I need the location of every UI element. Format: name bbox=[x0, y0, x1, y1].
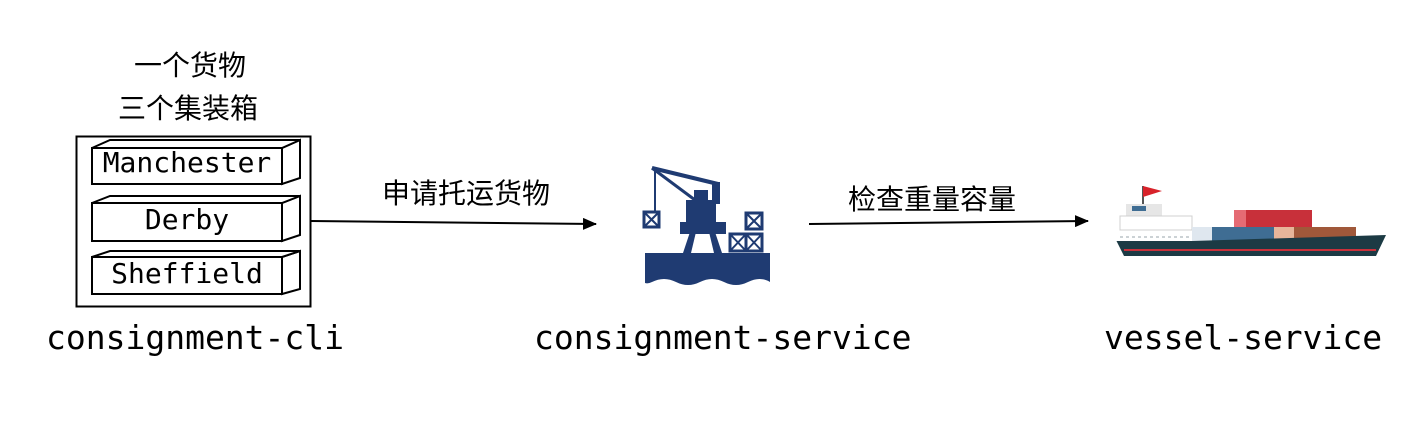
cli-caption-line2: 三个集装箱 bbox=[118, 92, 259, 125]
container-label-derby: Derby bbox=[144, 203, 230, 236]
consignment-service-label: consignment-service bbox=[534, 318, 912, 357]
arrow-consignment-to-vessel bbox=[808, 215, 1089, 228]
consignment-cli-label: consignment-cli bbox=[46, 318, 345, 357]
container-crate-manchester bbox=[91, 138, 301, 186]
arrow-cli-to-consignment bbox=[310, 217, 597, 230]
port-crane-icon bbox=[642, 166, 770, 285]
cli-caption-line1: 一个货物 bbox=[134, 49, 247, 82]
container-label-sheffield: Sheffield bbox=[111, 257, 263, 290]
vessel-service-label: vessel-service bbox=[1104, 318, 1383, 357]
cargo-ship-icon bbox=[1112, 186, 1386, 256]
container-crate-derby bbox=[91, 194, 301, 243]
edge-label-check-weight-capacity: 检查重量容量 bbox=[848, 183, 1017, 216]
edge-label-request-consignment: 申请托运货物 bbox=[382, 177, 551, 210]
container-label-manchester: Manchester bbox=[102, 146, 272, 179]
container-crate-sheffield bbox=[91, 249, 301, 296]
